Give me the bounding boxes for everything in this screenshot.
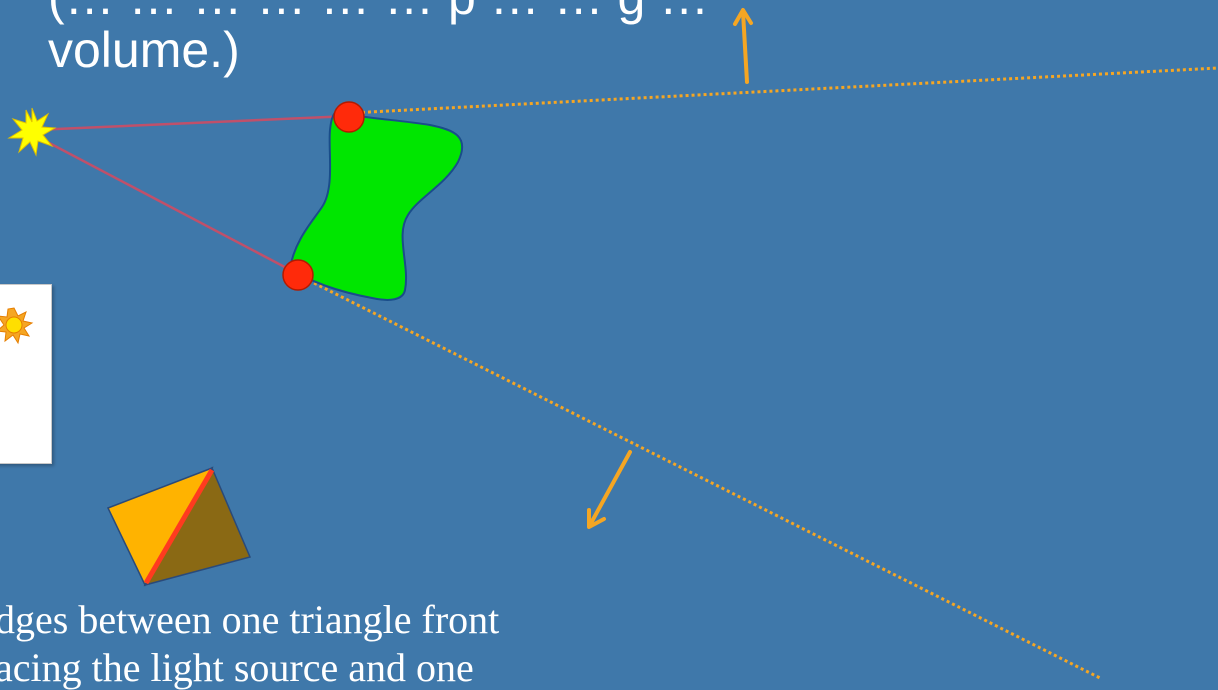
normal-arrow-bottom	[587, 450, 632, 529]
occluder-shape	[288, 110, 464, 301]
shadow-ray-top	[349, 66, 1218, 115]
normal-arrow-top	[733, 8, 753, 84]
slide-title-line-2: volume.)	[48, 22, 240, 78]
sun-icon	[0, 307, 34, 345]
light-edge-top	[33, 114, 351, 132]
silhouette-point-top	[333, 101, 365, 133]
silhouette-edge	[143, 468, 215, 585]
triangle-pair	[106, 466, 252, 587]
silhouette-point-bottom	[282, 259, 314, 291]
starburst-icon	[7, 107, 57, 157]
body-text-line-2: acing the light source and one	[0, 645, 474, 690]
light-edge-bottom	[33, 133, 299, 276]
slide-title-line-1: (… … … … … … p … … g …	[48, 0, 709, 22]
body-text-line-1: dges between one triangle front	[0, 597, 500, 642]
